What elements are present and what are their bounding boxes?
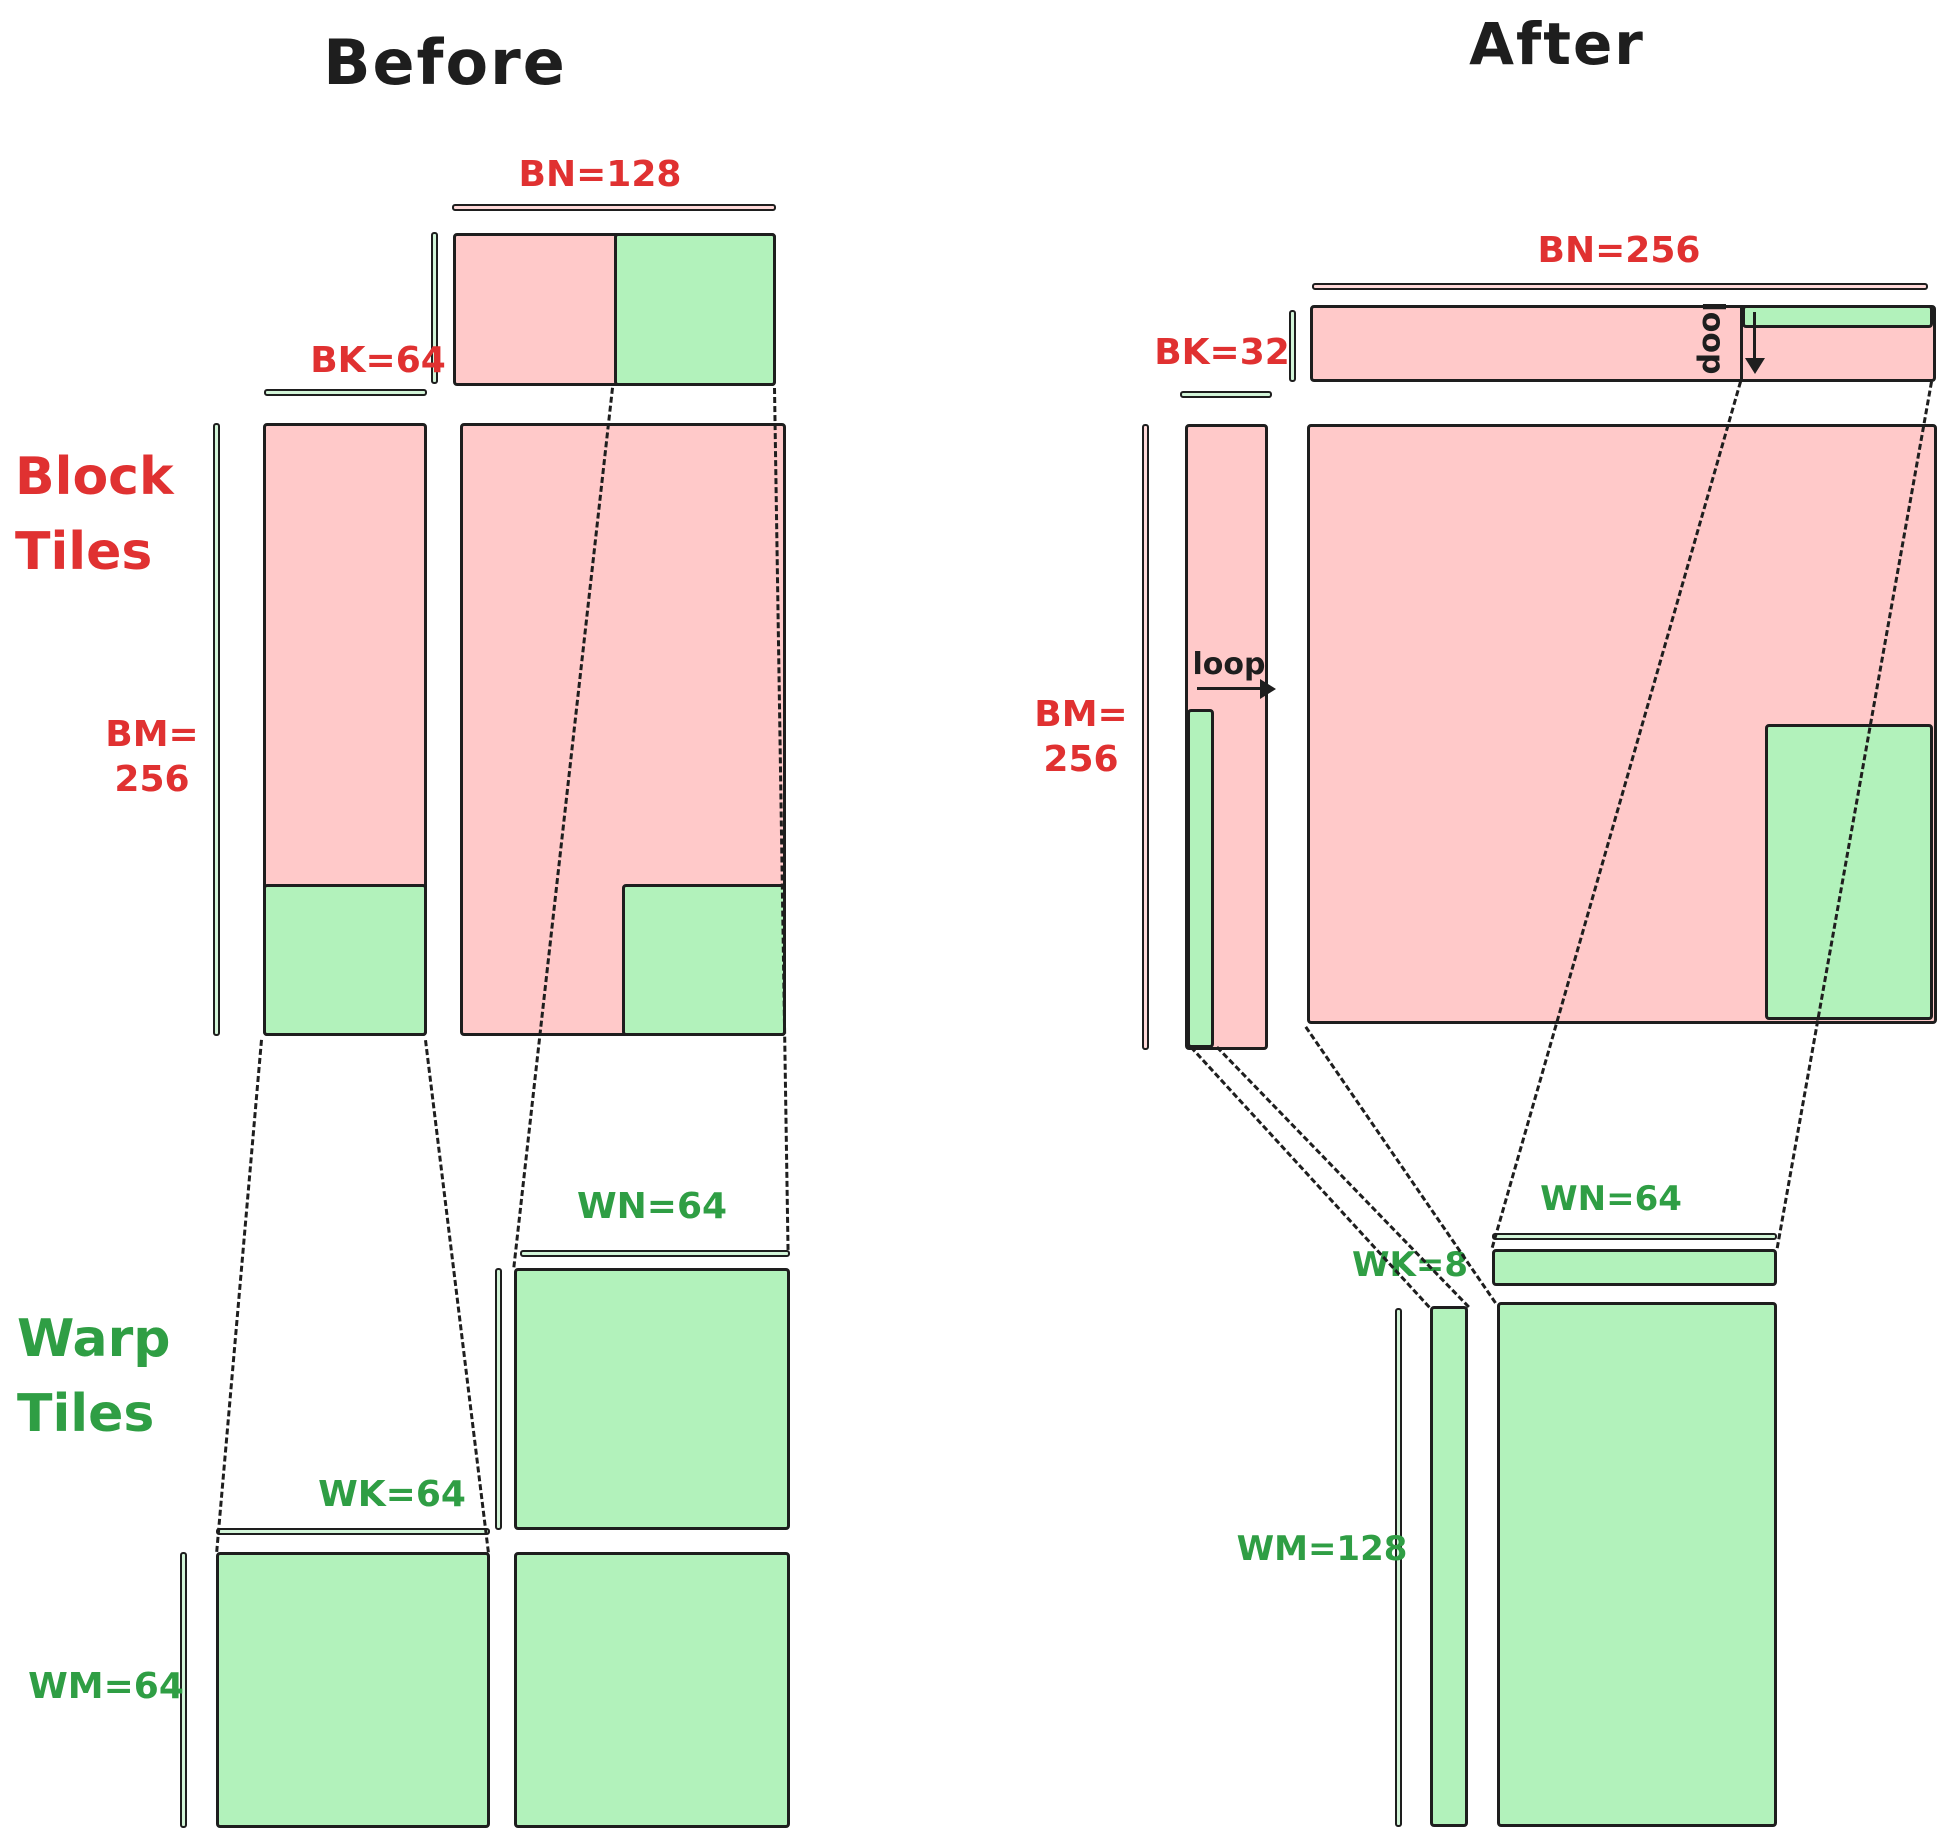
after-b-warp-tile	[1492, 1249, 1777, 1286]
after-wm-bracket	[1395, 1308, 1402, 1827]
before-block-tiles-label: Block Tiles	[15, 447, 174, 583]
after-bm-bracket	[1142, 424, 1149, 1050]
after-dash-a-right	[1215, 1046, 1470, 1309]
after-b-loop-label: loop	[1694, 301, 1730, 375]
after-wn-label: WN=64	[1540, 1179, 1682, 1219]
after-bk-bracket	[1180, 391, 1272, 398]
before-bk-bracket	[264, 389, 427, 396]
before-wn-bracket	[520, 1250, 790, 1257]
after-a-loop-arrow-head	[1260, 679, 1276, 699]
after-bm-label: BM= 256	[1034, 694, 1128, 780]
before-bn-label: BN=128	[518, 154, 682, 195]
before-b-warp-tile	[514, 1268, 790, 1530]
before-warp-tiles-label: Warp Tiles	[17, 1309, 171, 1445]
after-wm-label: WM=128	[1236, 1529, 1408, 1569]
before-bm-bracket	[213, 423, 220, 1036]
before-wk-bracket	[216, 1528, 490, 1535]
before-a-warp-region	[263, 884, 427, 1036]
after-c-warp-region	[1765, 724, 1933, 1020]
before-wm-label: WM=64	[28, 1666, 184, 1707]
before-bk-vertical-bracket	[431, 232, 438, 384]
before-wn-vertical-bracket	[495, 1268, 502, 1530]
after-c-warp-tile	[1497, 1302, 1777, 1827]
before-wm-bracket	[180, 1552, 187, 1828]
after-wn-bracket	[1492, 1233, 1777, 1240]
before-c-warp-tile	[514, 1552, 790, 1828]
before-bk-label: BK=64	[310, 340, 446, 381]
before-c-warp-region	[622, 884, 786, 1036]
after-wk-label: WK=8	[1352, 1245, 1468, 1285]
after-b-warp-region	[1742, 305, 1933, 328]
before-bm-label: BM= 256	[105, 714, 199, 800]
after-bn-label: BN=256	[1537, 230, 1701, 271]
after-bk-vertical-bracket	[1289, 310, 1296, 382]
before-wk-label: WK=64	[318, 1474, 466, 1515]
before-a-warp-tile	[216, 1552, 490, 1828]
after-a-warp-tile	[1430, 1306, 1468, 1827]
after-dash-a-left	[1189, 1046, 1431, 1309]
after-title: After	[1469, 10, 1645, 78]
after-bn-bracket	[1312, 283, 1928, 290]
after-a-loop-arrow-shaft	[1197, 687, 1263, 690]
after-a-warp-region	[1187, 709, 1214, 1048]
after-a-loop-label: loop	[1192, 647, 1266, 682]
before-title: Before	[323, 26, 567, 99]
after-b-loop-arrow-head	[1745, 358, 1765, 374]
after-b-loop-arrow-shaft	[1753, 312, 1756, 360]
after-bk-label: BK=32	[1154, 332, 1290, 373]
before-wn-label: WN=64	[576, 1186, 728, 1227]
before-bn-bracket	[452, 204, 776, 211]
before-dash-a-left	[215, 1039, 263, 1553]
after-b-loop-divider	[1740, 307, 1743, 380]
before-b-warp-region	[614, 233, 776, 386]
after-b-block-tile	[1310, 305, 1936, 382]
